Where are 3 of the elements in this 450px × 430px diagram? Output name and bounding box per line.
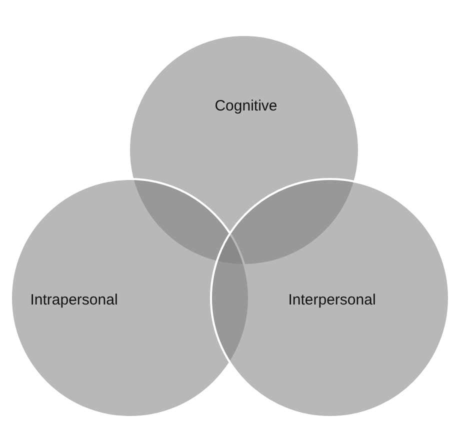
circle-label: Cognitive: [214, 98, 278, 114]
circle-label: Intrapersonal: [30, 292, 118, 308]
circle-label: Interpersonal: [288, 292, 376, 308]
